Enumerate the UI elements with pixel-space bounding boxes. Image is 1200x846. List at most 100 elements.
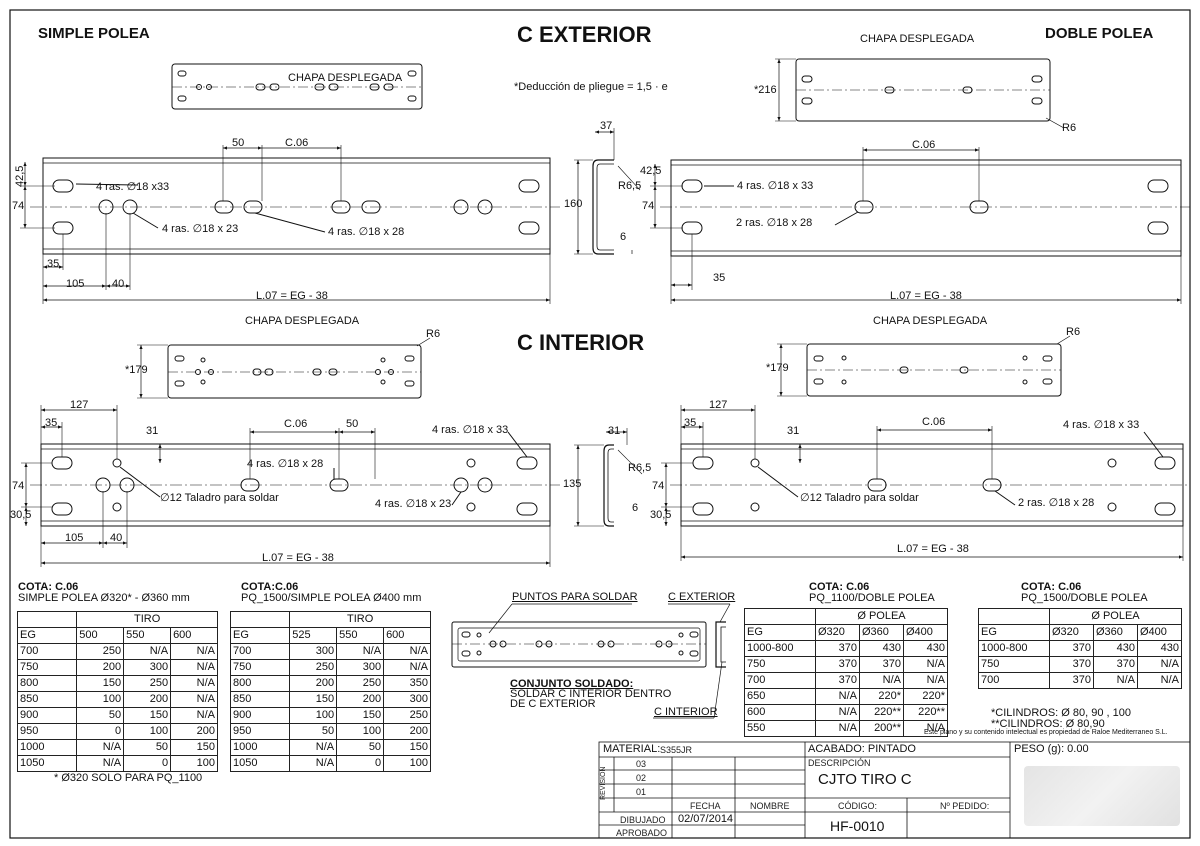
row-label-cell: 750 (978, 656, 1050, 673)
dim-c06-int-doble: C.06 (922, 416, 946, 428)
c-exterior-label: C EXTERIOR (668, 591, 736, 603)
value-cell: 300 (383, 691, 431, 708)
value-cell: 200 (123, 691, 172, 708)
weld-hole-callout-doble: ∅12 Taladro para soldar (800, 492, 919, 504)
value-cell: 150 (76, 675, 125, 692)
value-cell: N/A (170, 659, 218, 676)
acabado-label: ACABADO: PINTADO (808, 743, 916, 755)
dim-74-ext-doble: 74 (642, 200, 655, 212)
value-cell: 370 (1048, 656, 1094, 673)
dim-31-section: 31 (608, 425, 621, 437)
dim-l07-ext-simple: L.07 = EG - 38 (256, 290, 328, 302)
row-label-cell: 1000 (16, 739, 78, 756)
t2-h1: 525 (289, 627, 338, 644)
t3-blank (744, 608, 816, 625)
slot-callout-2-18x28: 2 ras. ∅18 x 28 (736, 217, 813, 229)
t4-group: Ø POLEA (1048, 608, 1183, 625)
dim-6-int: 6 (632, 502, 639, 514)
interior-doble-profile (661, 405, 1190, 561)
value-cell: 200 (170, 723, 218, 740)
exterior-simple-profile (20, 145, 560, 304)
rev-02: 02 (636, 773, 647, 783)
t2-blank (229, 611, 291, 628)
dim-74-ext: 74 (12, 200, 25, 212)
value-cell: N/A (1136, 656, 1183, 673)
dim-37: 37 (600, 120, 613, 132)
row-label-cell: 700 (16, 643, 78, 660)
dim-42-5-ext-doble: 42,5 (640, 165, 662, 177)
value-cell: 150 (123, 707, 172, 724)
value-cell: 370 (814, 672, 860, 689)
t4-h3: Ø400 (1136, 624, 1183, 641)
value-cell: N/A (170, 707, 218, 724)
row-label-cell: 700 (744, 672, 816, 689)
value-cell: 150 (170, 739, 218, 756)
codigo-value: HF-0010 (830, 818, 885, 834)
row-label-cell: 700 (229, 643, 291, 660)
t2-h0: EG (229, 627, 291, 644)
t1-note: * Ø320 SOLO PARA PQ_1100 (54, 772, 203, 784)
slot-callout-4-18x33-doble: 4 ras. ∅18 x 33 (1063, 419, 1140, 431)
value-cell: 50 (76, 707, 125, 724)
pedido-label: Nº PEDIDO: (940, 801, 990, 811)
value-cell: 100 (336, 723, 385, 740)
value-cell: 220* (858, 688, 904, 705)
dim-30-5-int: 30,5 (10, 509, 32, 521)
t4-h2: Ø360 (1092, 624, 1138, 641)
value-cell: 300 (336, 659, 385, 676)
value-cell: 200 (383, 723, 431, 740)
value-cell: N/A (1092, 672, 1138, 689)
value-cell: 0 (336, 755, 385, 772)
value-cell: 250 (76, 643, 125, 660)
value-cell: 150 (289, 691, 338, 708)
value-cell: 430 (858, 640, 904, 657)
weld-hole-callout: ∅12 Taladro para soldar (160, 492, 279, 504)
radius-6-ext: R6 (1062, 122, 1077, 134)
company-logo-placeholder (1024, 766, 1180, 826)
flat-blank-interior-simple (137, 337, 431, 399)
radius-6-int: R6 (426, 328, 441, 340)
dim-216: *216 (754, 84, 777, 96)
value-cell: N/A (383, 643, 431, 660)
interior-simple-profile (21, 405, 560, 567)
row-label-cell: 750 (16, 659, 78, 676)
value-cell: 50 (336, 739, 385, 756)
dim-l07-int-doble: L.07 = EG - 38 (897, 543, 969, 555)
conjunto-line-2: DE C EXTERIOR (510, 698, 596, 710)
value-cell: 200 (76, 659, 125, 676)
assembly-view (451, 603, 731, 719)
t1-subtitle: SIMPLE POLEA Ø320* - Ø360 mm (18, 592, 190, 604)
t4-blank (978, 608, 1050, 625)
interior-section-view (574, 428, 643, 527)
row-label-cell: 750 (229, 659, 291, 676)
value-cell: 370 (1092, 656, 1138, 673)
puntos-soldar-label: PUNTOS PARA SOLDAR (512, 591, 638, 603)
value-cell: 150 (383, 739, 431, 756)
legal-notice: Este plano y su contenido intelectual es… (924, 729, 1168, 736)
dim-c06-ext-simple: C.06 (285, 137, 309, 149)
t2-subtitle: PQ_1500/SIMPLE POLEA Ø400 mm (241, 592, 422, 604)
descripcion-value: CJTO TIRO C (818, 771, 912, 788)
fecha-header: FECHA (690, 801, 721, 811)
value-cell: 200** (858, 720, 904, 737)
c-interior-label: C INTERIOR (654, 706, 718, 718)
cilindros-note-1: *CILINDROS: Ø 80, 90 , 100 (991, 707, 1132, 719)
t1-title: COTA: C.06 (18, 581, 79, 593)
